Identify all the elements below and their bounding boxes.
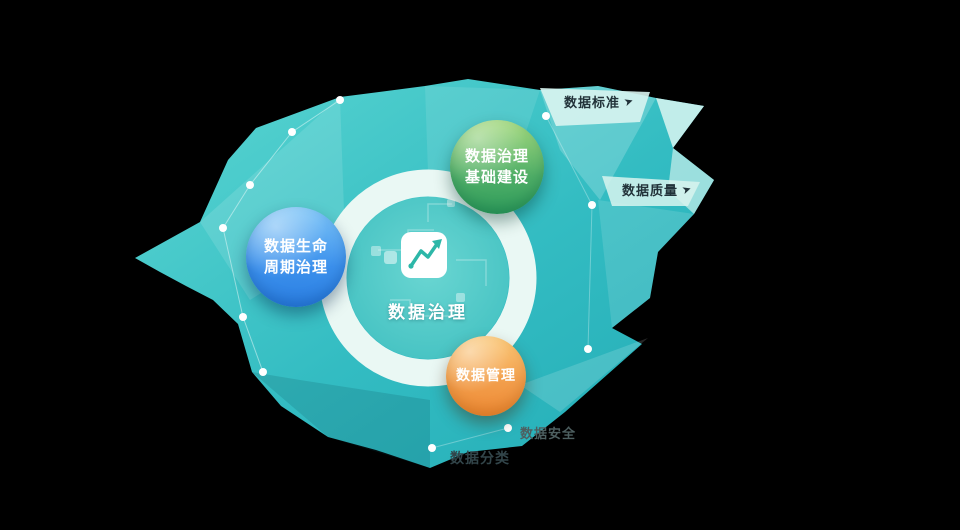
trend-line-chart-icon[interactable] bbox=[384, 232, 447, 278]
vertex-dots bbox=[219, 96, 596, 452]
cursor-icon: ➤ bbox=[622, 93, 636, 110]
connector-line-bottom bbox=[431, 427, 509, 449]
center-title: 数据治理 bbox=[388, 303, 468, 323]
node-data-management-line1: 数据管理 bbox=[456, 368, 516, 384]
facet-bottomright bbox=[520, 338, 648, 412]
node-governance-foundation[interactable]: 数据治理 基础建设 bbox=[450, 120, 544, 214]
facet-bottom-dark bbox=[252, 372, 430, 468]
facet-right bbox=[598, 200, 694, 328]
label-data-security[interactable]: 数据安全 bbox=[520, 423, 576, 442]
cursor-icon: ➤ bbox=[680, 181, 694, 198]
node-data-management[interactable]: 数据管理 bbox=[446, 336, 526, 416]
label-data-standard[interactable]: 数据标准 ➤ bbox=[564, 92, 636, 111]
node-governance-foundation-line1: 数据治理 bbox=[464, 147, 529, 165]
circuit-nodes bbox=[371, 199, 465, 302]
node-data-lifecycle-line2: 周期治理 bbox=[263, 258, 328, 276]
node-data-lifecycle[interactable]: 数据生命 周期治理 bbox=[246, 207, 346, 307]
label-patch-2 bbox=[602, 176, 700, 206]
connector-line-left bbox=[222, 99, 341, 373]
label-data-quality-text: 数据质量 bbox=[622, 184, 679, 199]
label-patch-1 bbox=[540, 88, 650, 126]
node-governance-foundation-line2: 基础建设 bbox=[464, 168, 529, 186]
label-data-quality[interactable]: 数据质量 ➤ bbox=[622, 180, 694, 199]
label-data-standard-text: 数据标准 bbox=[564, 96, 621, 111]
facet-right-pale-1 bbox=[656, 98, 704, 148]
label-data-classification-text: 数据分类 bbox=[450, 451, 510, 467]
label-data-security-text: 数据安全 bbox=[520, 427, 577, 442]
node-data-lifecycle-line1: 数据生命 bbox=[263, 237, 328, 255]
label-data-classification[interactable]: 数据分类 bbox=[450, 448, 510, 468]
